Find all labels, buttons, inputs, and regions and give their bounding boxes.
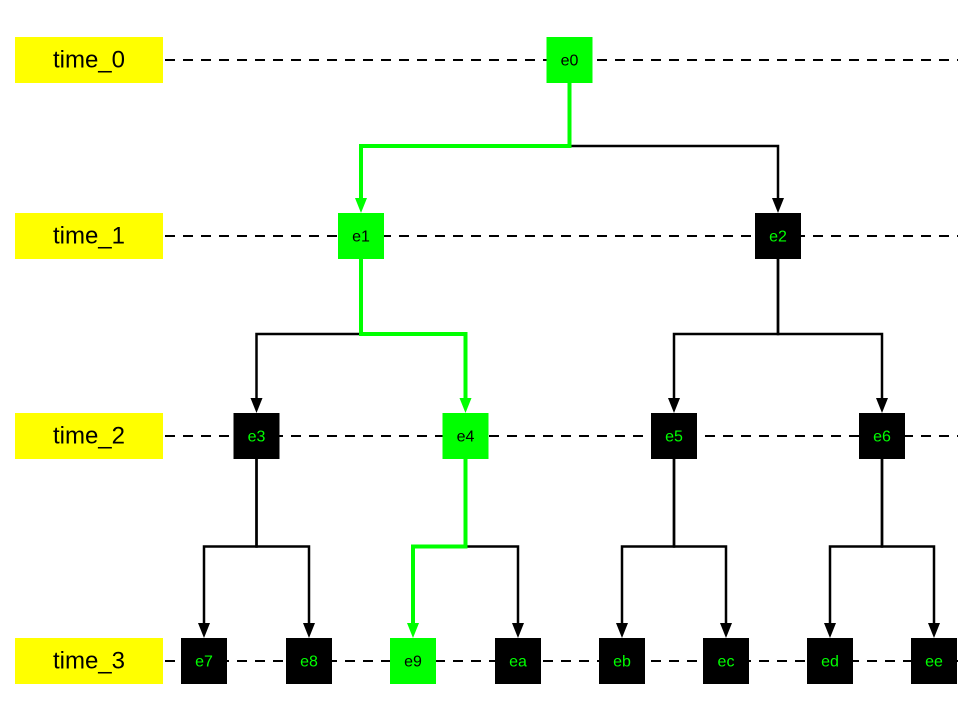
node-e3: e3: [233, 413, 280, 459]
time-label-box: [15, 413, 163, 459]
nodes: e0 e1 e2 e3 e4 e5 e6 e7 e8 e9 ea eb ec ed ee: [181, 37, 957, 684]
edge-e1-e3: [255, 259, 363, 398]
arrowhead-e4-e9: [407, 623, 419, 638]
node-e9: e9: [390, 638, 436, 684]
edge-e3-e7: [202, 459, 258, 623]
arrowhead-e2-e5: [668, 398, 680, 413]
time-label-3: time_3: [15, 638, 163, 684]
arrowhead-e4-ea: [512, 623, 524, 638]
node-e7: e7: [181, 638, 227, 684]
arrowhead-e0-e1: [355, 198, 367, 213]
edge-e2-e5: [672, 259, 780, 398]
node-e0: e0: [546, 37, 593, 83]
node-box: [911, 638, 957, 684]
edges: [198, 83, 940, 638]
edge-e4-e9: [411, 459, 468, 623]
node-ed: ed: [807, 638, 853, 684]
edge-e5-ec: [672, 459, 728, 623]
time-label-text: time_3: [53, 648, 125, 675]
node-eb: eb: [599, 638, 645, 684]
edge-e2-e6: [776, 259, 884, 398]
edge-e5-eb: [620, 459, 676, 623]
node-box: [233, 413, 280, 459]
edge-e1-e4: [359, 259, 468, 398]
edge-e0-e1: [359, 83, 572, 198]
time-label-2: time_2: [15, 413, 163, 459]
node-box: [703, 638, 749, 684]
node-box: [755, 213, 801, 259]
arrowhead-e6-ee: [928, 623, 940, 638]
node-label: e9: [404, 654, 422, 671]
arrowhead-e2-e6: [876, 398, 888, 413]
arrowhead-e1-e4: [459, 398, 472, 413]
time-label-1: time_1: [15, 213, 163, 259]
arrowhead-e3-e8: [303, 623, 315, 638]
node-box: [859, 413, 905, 459]
arrowhead-e5-ec: [720, 623, 732, 638]
time-label-text: time_1: [53, 223, 125, 250]
node-label: e2: [769, 229, 787, 246]
edge-e4-ea: [464, 459, 520, 623]
node-label: e3: [248, 429, 266, 446]
node-box: [390, 638, 436, 684]
edge-e6-ed: [828, 459, 884, 623]
node-e8: e8: [286, 638, 332, 684]
node-label: e4: [457, 429, 475, 446]
node-box: [338, 213, 384, 259]
node-label: e5: [665, 429, 683, 446]
node-ee: ee: [911, 638, 957, 684]
node-label: e8: [300, 654, 318, 671]
node-box: [286, 638, 332, 684]
node-ea: ea: [495, 638, 541, 684]
edge-e0-e2: [568, 83, 780, 198]
node-box: [651, 413, 697, 459]
node-box: [495, 638, 541, 684]
arrowhead-e3-e7: [198, 623, 210, 638]
node-ec: ec: [703, 638, 749, 684]
arrowhead-e6-ed: [824, 623, 836, 638]
time-label-box: [15, 37, 163, 83]
node-e4: e4: [442, 413, 489, 459]
timelines: [165, 59, 958, 662]
arrowhead-e0-e2: [772, 198, 784, 213]
node-box: [442, 413, 489, 459]
time-labels: time_0 time_1 time_2 time_3: [15, 37, 163, 684]
node-label: e7: [195, 654, 213, 671]
node-e1: e1: [338, 213, 384, 259]
node-label: ee: [925, 654, 943, 671]
edge-e6-ee: [880, 459, 936, 623]
node-label: eb: [613, 654, 631, 671]
arrowhead-e1-e3: [250, 398, 263, 413]
node-e2: e2: [755, 213, 801, 259]
node-label: ec: [718, 654, 735, 671]
node-box: [599, 638, 645, 684]
time-label-text: time_0: [53, 47, 125, 74]
node-box: [546, 37, 593, 83]
time-label-box: [15, 213, 163, 259]
time-label-box: [15, 638, 163, 684]
node-box: [807, 638, 853, 684]
arrowhead-e5-eb: [616, 623, 628, 638]
node-label: e1: [352, 229, 370, 246]
node-e6: e6: [859, 413, 905, 459]
node-e5: e5: [651, 413, 697, 459]
node-label: ed: [821, 654, 839, 671]
node-box: [181, 638, 227, 684]
time-label-0: time_0: [15, 37, 163, 83]
node-label: e6: [873, 429, 891, 446]
edge-e3-e8: [255, 459, 311, 623]
node-label: e0: [561, 53, 579, 70]
node-label: ea: [509, 654, 527, 671]
time-label-text: time_2: [53, 423, 125, 450]
